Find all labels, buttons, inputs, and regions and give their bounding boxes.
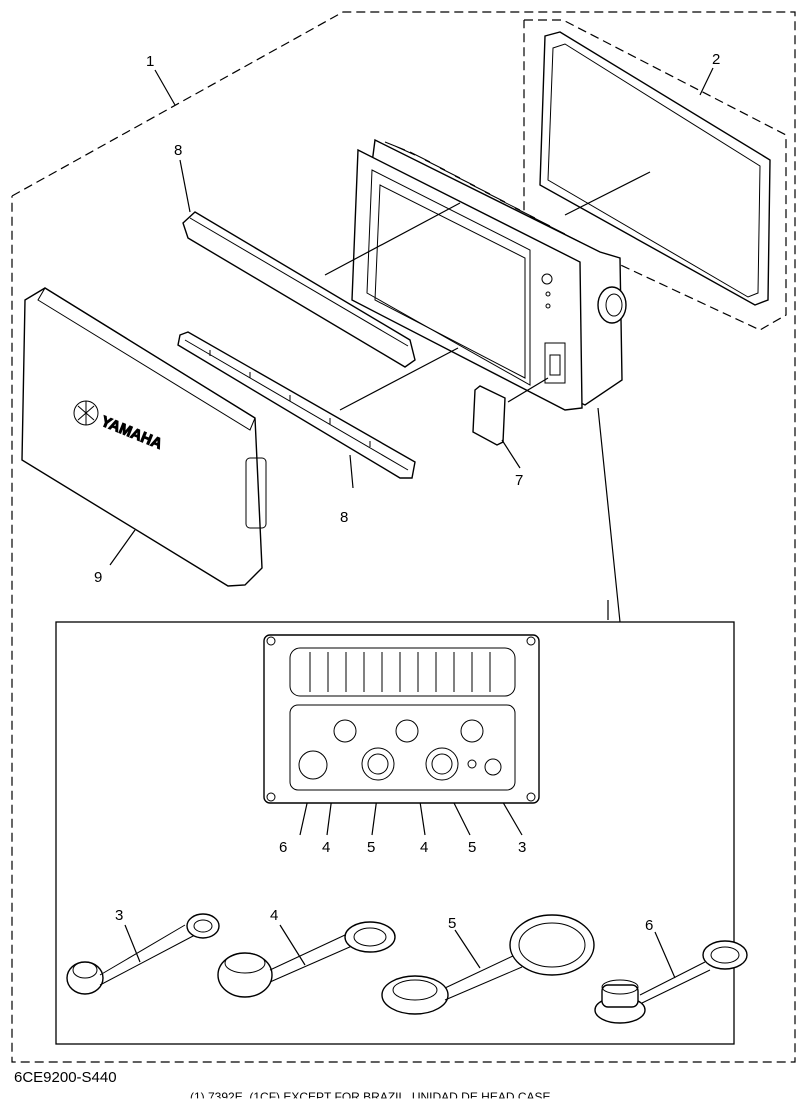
callout-5: 5	[448, 915, 456, 932]
trim-strip-upper	[182, 211, 416, 368]
card-slot	[544, 342, 566, 384]
callout-8-upper: 8	[174, 142, 182, 159]
callout-3: 3	[115, 907, 123, 924]
leader-lines	[324, 171, 651, 623]
callout-rear-5a: 5	[367, 839, 375, 856]
callout-rear-4a: 4	[322, 839, 330, 856]
cap-plug-6	[594, 940, 748, 1024]
port-cap-5a	[361, 747, 395, 781]
port-cap-4a	[333, 719, 357, 743]
port-cap-3	[484, 758, 502, 776]
heat-sink-fins	[384, 141, 581, 243]
rear-panel	[263, 634, 540, 804]
callout-rear-6: 6	[279, 839, 287, 856]
cap-large-5	[381, 914, 595, 1015]
sun-cover: YAMAHA	[21, 287, 267, 587]
callout-7: 7	[515, 472, 523, 489]
callout-rear-4b: 4	[420, 839, 428, 856]
display-unit	[351, 138, 627, 411]
port-cap-4b	[395, 719, 419, 743]
port-connector	[460, 719, 484, 743]
rear-view-inset	[55, 621, 735, 1045]
port-cap-5b	[425, 747, 459, 781]
diagram-code: 6CE9200-S440	[14, 1069, 117, 1086]
trim-strip-lower	[177, 331, 416, 479]
callout-4: 4	[270, 907, 278, 924]
assembly-dashed-outline	[11, 11, 796, 1063]
power-button	[541, 273, 553, 285]
callout-rear-3: 3	[518, 839, 526, 856]
cap-small-3	[66, 913, 220, 995]
sd-card	[472, 385, 506, 446]
callout-2: 2	[712, 51, 720, 68]
gasket-frame	[539, 31, 771, 306]
callout-9: 9	[94, 569, 102, 586]
callout-rear-5b: 5	[468, 839, 476, 856]
rotary-knob	[597, 286, 627, 324]
cap-medium-4	[217, 921, 396, 998]
diagram-note: (1) 7392E, (1CF) EXCEPT FOR BRAZIL, UNID…	[190, 1090, 551, 1104]
callout-1: 1	[146, 53, 154, 70]
callout-8-lower: 8	[340, 509, 348, 526]
port-plug	[298, 750, 328, 780]
callout-6: 6	[645, 917, 653, 934]
